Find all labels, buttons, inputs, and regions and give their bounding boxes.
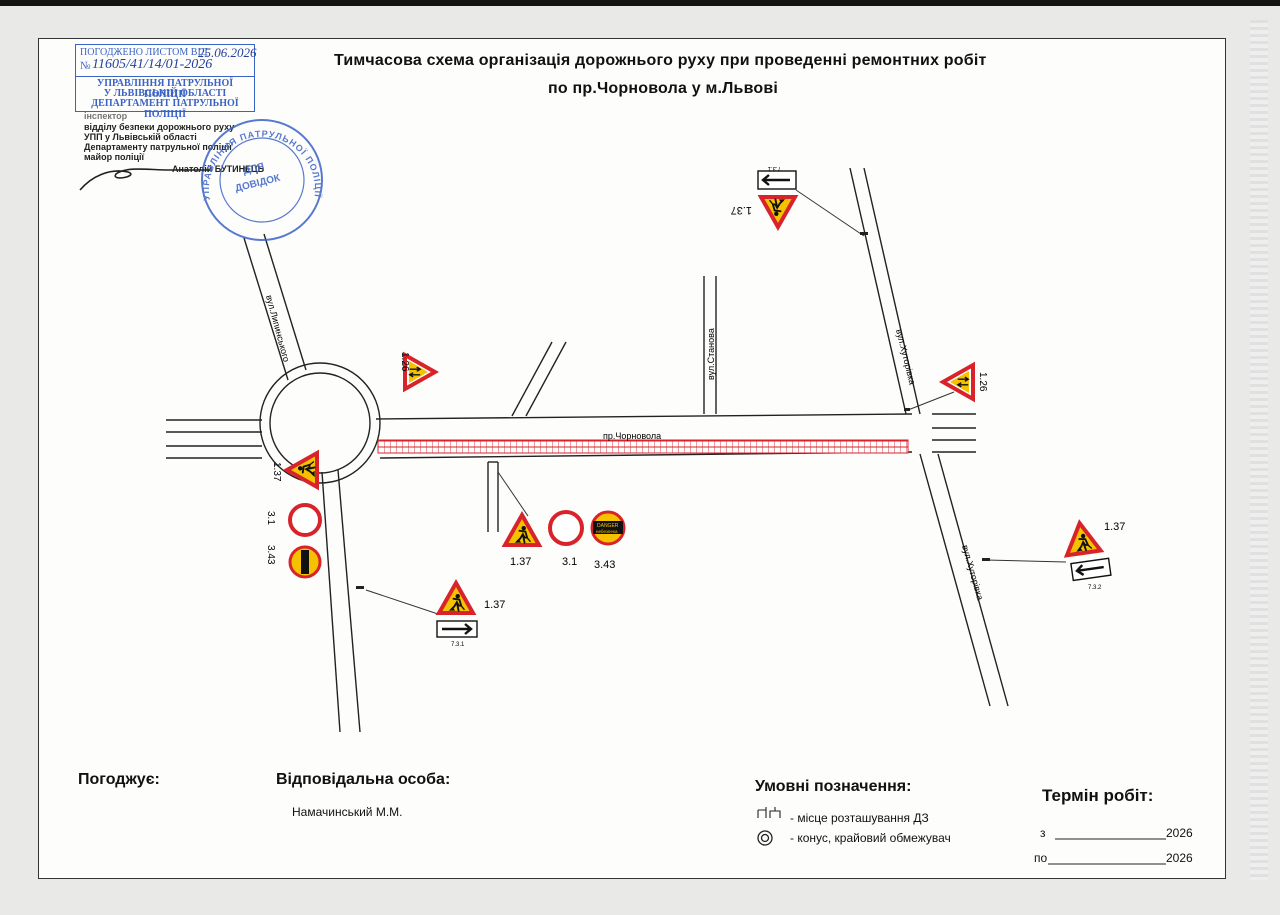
stamp-number: 11605/41/14/01-2026 [92, 57, 213, 72]
sign-343-center-text2: небезпека [596, 529, 618, 534]
leader-right-126 [907, 391, 955, 411]
sign-137-bottom-left [435, 578, 477, 615]
plate-732-bottom-right [1070, 557, 1112, 582]
label-stanova: вул.Станова [706, 328, 716, 380]
signature-scribble [79, 168, 210, 191]
road-left-street-edge-a [243, 237, 289, 381]
road-upper-right-edge-a [849, 167, 907, 415]
stamp-org-line2: У ЛЬВІВСЬКІЙ ОБЛАСТІ [103, 88, 227, 99]
plate-731-bottom-left [436, 620, 478, 638]
sign-position-markers [356, 232, 990, 589]
stamp-approved-label: ПОГОДЖЕНО ЛИСТОМ ВІД [80, 47, 208, 58]
plate-731-top-right [757, 170, 797, 190]
leader-work-zone-signs [497, 471, 529, 517]
scan-edge-strip [1250, 20, 1268, 880]
sign-137-top-right [757, 195, 799, 232]
sign-137-center [501, 510, 543, 547]
svg-text:УПРАВЛІННЯ ПАТРУЛЬНОЇ ПОЛІЦІЇ: УПРАВЛІННЯ ПАТРУЛЬНОЇ ПОЛІЦІЇ У ЛЬВІВСЬК… [0, 0, 323, 202]
label-chornovola: пр.Чорновола [603, 431, 661, 441]
signature-role-line4: майор поліції [84, 152, 145, 162]
document-title-line2: по пр.Чорновола у м.Львові [548, 80, 779, 97]
signature-name: Анатолій БУТИНЕЦЬ [172, 164, 265, 174]
sign-343-left-code: 3.43 [265, 545, 276, 565]
roundabout-inner [269, 372, 371, 474]
legend-cone-icon [757, 830, 773, 846]
sign-137-top-right-code: 1.37 [731, 204, 752, 216]
term-from-year: 2026 [1166, 826, 1193, 840]
sign-137-bottom-right-code: 1.37 [1104, 521, 1125, 533]
footer-responsible-name: Намачинський М.М. [292, 805, 403, 819]
plate-731-top-right-code: 7.3.1 [767, 165, 781, 171]
document-title-line1: Тимчасова схема організація дорожнього р… [334, 52, 987, 69]
term-to-year: 2026 [1166, 851, 1193, 865]
seal-center-line1: ДЛЯ [242, 161, 265, 177]
marker-top-right [860, 232, 868, 235]
road-lower-right-edge-b [937, 453, 1009, 707]
footer-agrees-label: Погоджує: [78, 771, 160, 788]
sign-137-bottom-right [1063, 519, 1105, 558]
roundabout-outer [259, 362, 381, 484]
leader-bottom-right [985, 559, 1067, 563]
marker-bottom-right [982, 558, 990, 561]
sign-343-center: DANGER небезпека [590, 510, 626, 546]
term-from-label: з [1040, 826, 1046, 840]
sign-343-center-code: 3.43 [594, 559, 615, 571]
leader-top-right [795, 189, 865, 237]
sign-31-center-code: 3.1 [562, 556, 577, 568]
signature-role-line1: відділу безпеки дорожнього руху [84, 122, 235, 132]
signature-role-line0: інспектор [84, 111, 128, 121]
stamp-date: 25.06.2026 [198, 45, 257, 60]
road-left-street-edge-b [263, 233, 307, 371]
signature-role-line3: Департаменту патрульної поліції [84, 142, 232, 152]
signature-role-line2: УПП у Львівській області [84, 132, 197, 142]
marker-bottom-left [356, 586, 364, 589]
sign-343-left [288, 545, 322, 579]
legend-item-sign-position: - місце розташування ДЗ [790, 811, 929, 825]
sign-137-bottom-left-code: 1.37 [484, 599, 505, 611]
sign-343-center-text1: DANGER [597, 523, 619, 529]
sign-126-right [938, 361, 975, 403]
plate-732-bottom-right-code: 7.3.2 [1088, 585, 1102, 591]
sign-leader-lines [365, 189, 1067, 615]
label-left-street: вул.Липинського [264, 294, 291, 363]
legend-title: Умовні позначення: [755, 778, 912, 795]
sign-126-right-code: 1.26 [977, 372, 988, 392]
stamp-divider [76, 76, 254, 77]
stamp-org-line1: УПРАВЛІННЯ ПАТРУЛЬНОЇ ПОЛІЦІЇ [96, 78, 234, 100]
plate-731-bottom-left-code: 7.3.1 [451, 642, 465, 648]
term-to-label: по [1034, 851, 1048, 865]
footer-responsible-label: Відповідальна особа: [276, 771, 451, 788]
road-lower-left-edge-a [321, 471, 341, 733]
road-lower-right-edge-a [919, 453, 991, 707]
seal-center-line2: ДОВІДОК [234, 173, 282, 195]
seal-ring-text: УПРАВЛІННЯ ПАТРУЛЬНОЇ ПОЛІЦІЇ У ЛЬВІВСЬК… [0, 0, 322, 202]
stamp-number-label: № [80, 60, 91, 72]
road-lower-left-edge-b [337, 469, 361, 733]
legend-item-cone: - конус, крайовий обмежувач [790, 831, 951, 845]
sign-137-center-code: 1.37 [510, 556, 531, 568]
marker-right-126 [904, 408, 910, 411]
road-upper-right-edge-b [863, 167, 921, 415]
sign-126-left [403, 351, 440, 393]
work-zone [377, 439, 909, 454]
leader-bottom-left [365, 589, 439, 615]
sign-31-center [548, 510, 584, 546]
label-lower-right-street: вул.Хуторівка [960, 544, 985, 601]
road-chornovola-north-edge [375, 413, 913, 420]
stamp-org-line3: ДЕПАРТАМЕНТ ПАТРУЛЬНОЇ ПОЛІЦІЇ [91, 98, 239, 120]
top-dark-bar [0, 0, 1280, 6]
sign-31-left [288, 503, 322, 537]
road-diagonal-edge-a [511, 341, 553, 417]
sign-31-left-code: 3.1 [265, 511, 276, 525]
term-title: Термін робіт: [1042, 786, 1154, 805]
road-diagonal-edge-b [525, 341, 567, 417]
round-seal: УПРАВЛІННЯ ПАТРУЛЬНОЇ ПОЛІЦІЇ У ЛЬВІВСЬК… [0, 0, 323, 241]
approval-stamp: ПОГОДЖЕНО ЛИСТОМ ВІД 25.06.2026 № 11605/… [75, 44, 257, 120]
legend-sign-position-icon [757, 807, 781, 818]
sign-137-roundabout-code: 1.37 [271, 462, 282, 482]
sign-126-left-code: 1.26 [399, 352, 410, 372]
sign-137-roundabout [282, 449, 319, 491]
